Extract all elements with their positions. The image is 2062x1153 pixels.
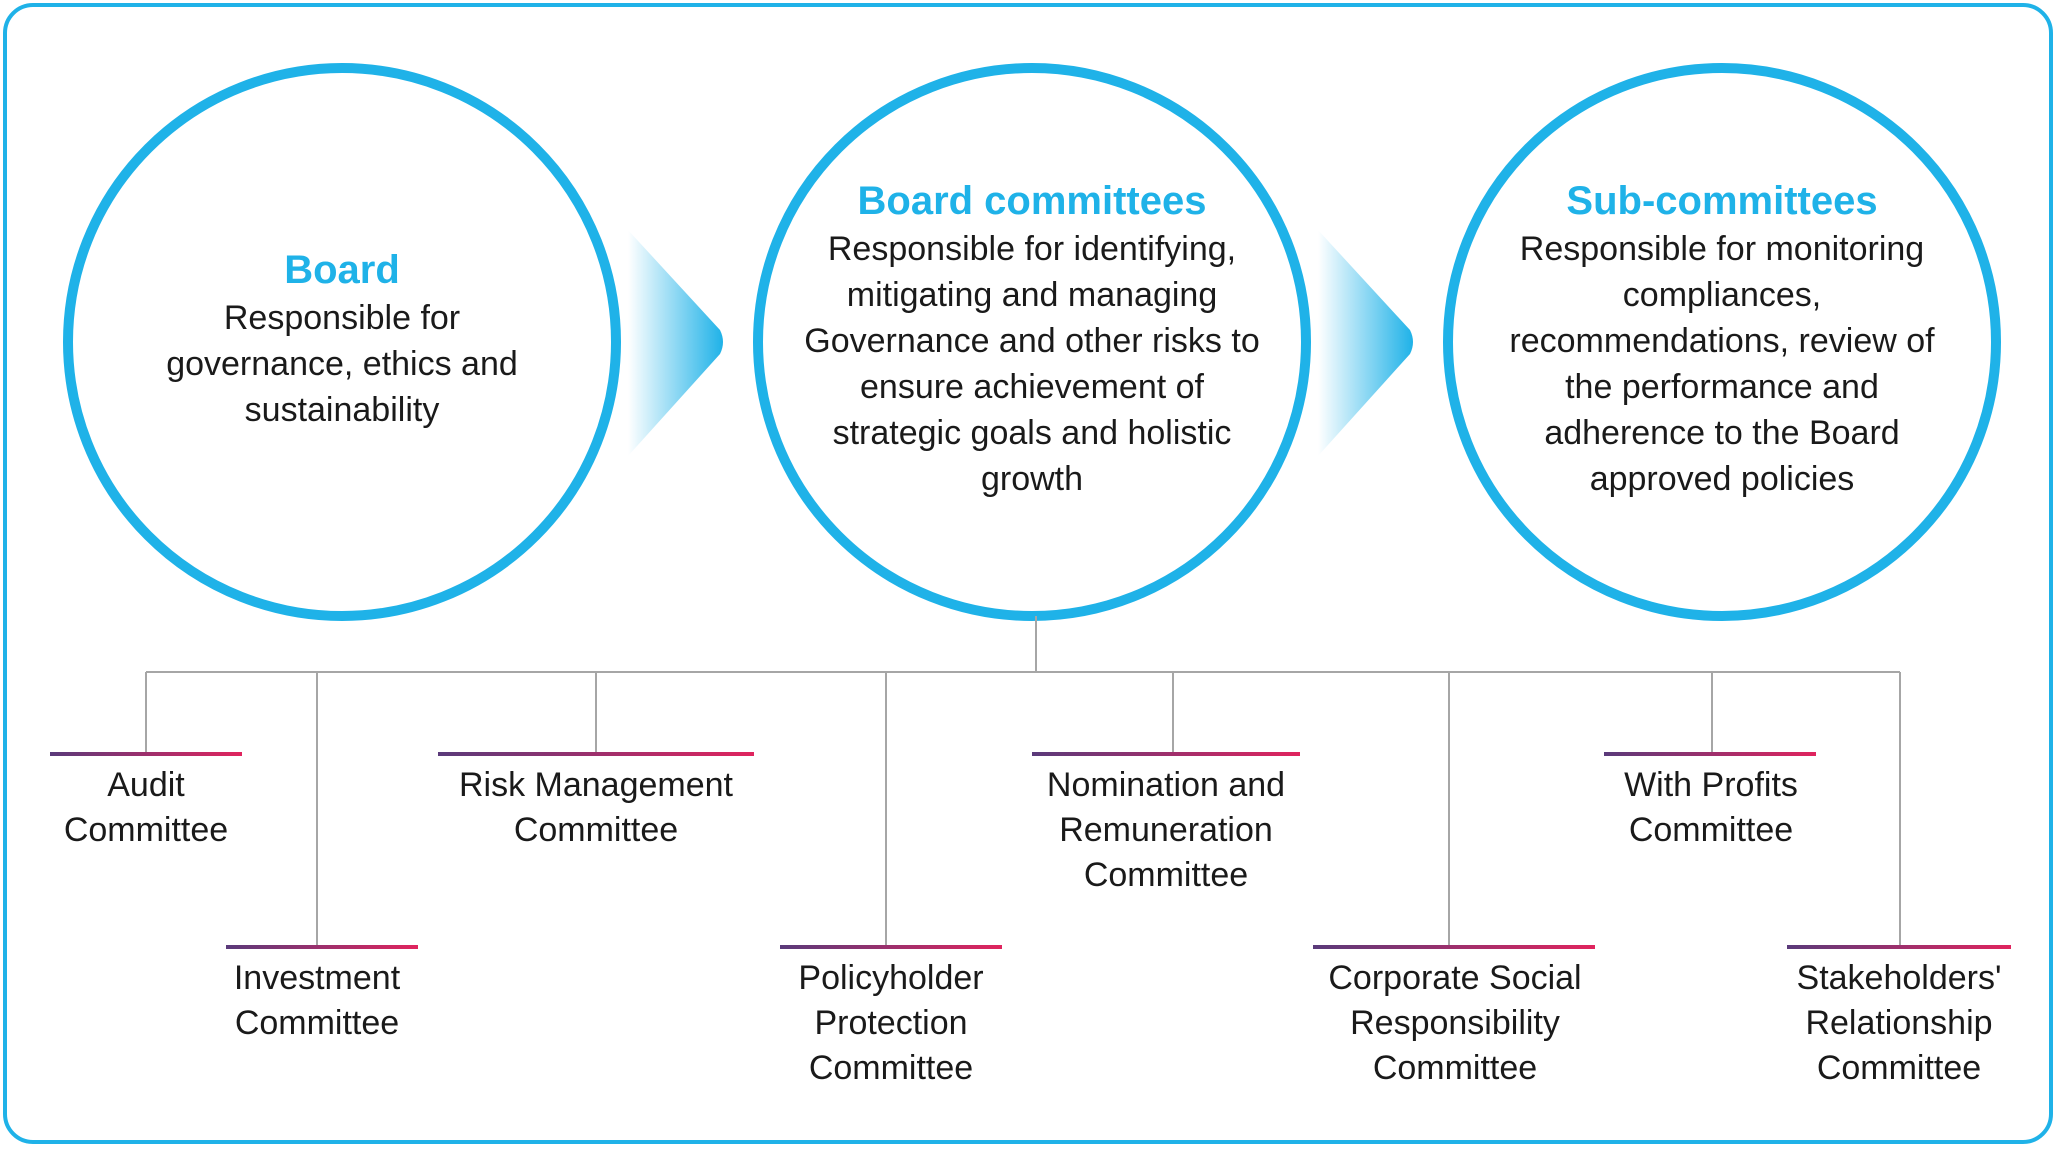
diagram-frame [3, 3, 2053, 1144]
stage-description: Responsible for monitoring compliances, … [1509, 230, 1935, 498]
committee-investment: Investment Committee [233, 959, 401, 1042]
committee-bar-risk [438, 752, 754, 756]
committee-policyholder-protection: Policyholder Protection Committee [798, 959, 984, 1087]
committee-with-profits: With Profits Committee [1624, 766, 1798, 849]
committee-csr: Corporate Social Responsibility Committe… [1328, 959, 1582, 1087]
stage-description: Responsible for identifying, mitigating … [804, 230, 1260, 498]
committee-bar-stakeholders [1787, 945, 2011, 949]
connector-tree [145, 616, 1901, 948]
stage-description: Responsible for governance, ethics and s… [166, 299, 518, 429]
committee-bar-with-profits [1604, 752, 1816, 756]
stage-title: Sub-committees [1566, 179, 1878, 223]
stage-sub-committees: Sub-committees Responsible for monitorin… [1497, 176, 1947, 502]
committee-nomination-remuneration: Nomination and Remuneration Committee [1046, 766, 1286, 894]
committee-bar-csr [1313, 945, 1595, 949]
stage-board: Board Responsible for governance, ethics… [132, 245, 552, 433]
stage-board-committees: Board committees Responsible for identif… [802, 176, 1262, 502]
committee-stakeholders-relationship: Stakeholders' Relationship Committee [1796, 959, 2002, 1087]
committee-bar-audit [50, 752, 242, 756]
committee-audit: Audit Committee [63, 766, 229, 849]
stage-circle-board-committees [753, 63, 1311, 621]
committee-risk-management: Risk Management Committee [458, 766, 733, 849]
stage-circle-board [63, 63, 621, 621]
stage-circle-sub-committees [1443, 63, 2001, 621]
stage-title: Board [284, 248, 400, 292]
committee-bar-nomination [1032, 752, 1300, 756]
flow-arrow-1 [628, 230, 723, 456]
stage-title: Board committees [857, 179, 1207, 223]
committee-bar-investment [226, 945, 418, 949]
flow-arrow-2 [1318, 230, 1413, 456]
committee-bar-policyholder [780, 945, 1002, 949]
